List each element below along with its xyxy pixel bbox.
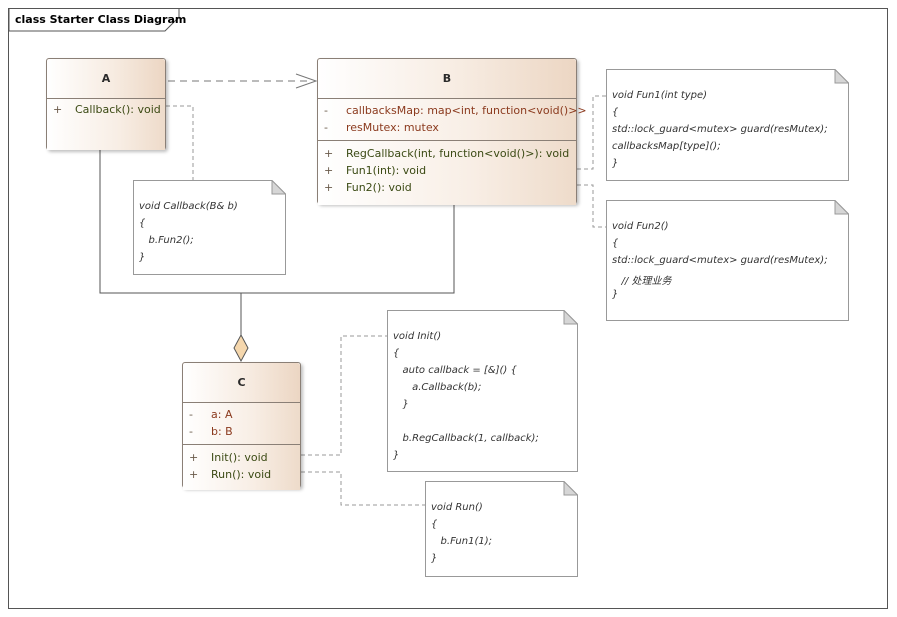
aggregation-line-a[interactable] <box>99 150 241 294</box>
class-b-attributes-row[interactable]: - resMutex: mutex <box>318 119 576 136</box>
note-line: void Callback(B& b) <box>139 201 238 212</box>
visibility-marker: + <box>189 468 199 481</box>
note-line: void Fun2() <box>612 221 669 232</box>
note-shape <box>606 200 849 321</box>
operation-text: Callback(): void <box>75 103 161 116</box>
note-line: // 处理业务 <box>612 276 672 287</box>
note-shape <box>387 310 578 472</box>
class-c-operations-row[interactable]: + Init(): void <box>183 449 300 466</box>
note-line: { <box>431 519 438 530</box>
note-line: std::lock_guard<mutex> guard(resMutex); <box>612 255 828 266</box>
note-line: void Fun1(int type) <box>612 90 708 101</box>
dependency-arrowhead <box>295 73 318 89</box>
note-run[interactable]: void Run() { b.Fun1(1);} <box>425 481 578 577</box>
attribute-text: resMutex: mutex <box>346 121 439 134</box>
note-line: { <box>612 238 619 249</box>
class-b-operations-row[interactable]: + Fun2(): void <box>318 179 576 196</box>
class-c-operations: + Init(): void + Run(): void <box>183 445 300 490</box>
diagram-frame <box>8 8 888 609</box>
class-a[interactable]: A + Callback(): void <box>46 58 166 150</box>
class-c-attributes-row[interactable]: - b: B <box>183 423 300 440</box>
visibility-marker: + <box>324 164 334 177</box>
class-b-operations-row[interactable]: + RegCallback(int, function<void()>): voi… <box>318 145 576 162</box>
class-c-operations-row[interactable]: + Run(): void <box>183 466 300 483</box>
visibility-marker: - <box>189 408 193 421</box>
class-b-attributes: - callbacksMap: map<int, function<void()>… <box>318 99 587 141</box>
note-fun1[interactable]: void Fun1(int type){std::lock_guard<mute… <box>606 69 849 181</box>
note-line: std::lock_guard<mutex> guard(resMutex); <box>612 124 828 135</box>
visibility-marker: - <box>324 121 328 134</box>
class-c-name: C <box>183 363 300 403</box>
note-fun2[interactable]: void Fun2(){std::lock_guard<mutex> guard… <box>606 200 849 321</box>
class-a-name: A <box>47 59 165 99</box>
visibility-marker: - <box>324 104 328 117</box>
class-b-name: B <box>318 59 576 99</box>
attribute-text: callbacksMap: map<int, function<void()>> <box>346 104 587 117</box>
class-b-operations: + RegCallback(int, function<void()>): voi… <box>318 141 576 205</box>
class-c[interactable]: C - a: A - b: B + Init(): void + Run(): void <box>182 362 301 490</box>
note-line: void Init() <box>393 331 442 342</box>
class-b-operations-row[interactable]: + Fun1(int): void <box>318 162 576 179</box>
visibility-marker: + <box>324 181 334 194</box>
aggregation-diamond <box>233 333 249 363</box>
attribute-text: a: A <box>211 408 233 421</box>
class-a-operations: + Callback(): void <box>47 99 165 150</box>
note-shape <box>606 69 849 181</box>
note-line: { <box>139 218 146 229</box>
class-c-attributes-row[interactable]: - a: A <box>183 406 300 423</box>
note-callback[interactable]: void Callback(B& b) { b.Fun2();} <box>133 180 286 275</box>
note-line: callbacksMap[type](); <box>612 141 721 152</box>
note-line: b.RegCallback(1, callback); <box>393 433 539 444</box>
note-line: b.Fun2(); <box>139 235 194 246</box>
note-link-run <box>301 471 425 506</box>
attribute-text: b: B <box>211 425 233 438</box>
note-link-init <box>301 335 387 456</box>
visibility-marker: + <box>53 103 63 116</box>
visibility-marker: + <box>324 147 334 160</box>
note-line: { <box>393 348 400 359</box>
note-link-fun1 <box>577 95 606 170</box>
frame-tab <box>8 9 180 32</box>
note-line: } <box>139 252 146 263</box>
class-b-attributes-row[interactable]: - callbacksMap: map<int, function<void()>… <box>318 102 587 119</box>
operation-text: Run(): void <box>211 468 272 481</box>
note-line: { <box>612 107 619 118</box>
note-line: b.Fun1(1); <box>431 536 492 547</box>
note-line: } <box>612 158 619 169</box>
note-line: } <box>431 553 438 564</box>
note-init[interactable]: void Init() { auto callback = [&]() { a.C… <box>387 310 578 472</box>
visibility-marker: - <box>189 425 193 438</box>
note-link-fun2 <box>577 184 606 228</box>
note-line: a.Callback(b); <box>393 382 482 393</box>
operation-text: RegCallback(int, function<void()>): void <box>346 147 570 160</box>
note-shape <box>133 180 286 275</box>
frame-title: class Starter Class Diagram <box>15 13 187 26</box>
visibility-marker: + <box>189 451 199 464</box>
note-shape <box>425 481 578 577</box>
class-c-attributes: - a: A - b: B <box>183 403 300 445</box>
operation-text: Fun2(): void <box>346 181 412 194</box>
operation-text: Fun1(int): void <box>346 164 427 177</box>
aggregation-line-b[interactable] <box>241 204 455 294</box>
note-line: void Run() <box>431 502 483 513</box>
note-line: } <box>393 399 409 410</box>
class-a-operations-row[interactable]: + Callback(): void <box>47 101 165 118</box>
note-link-callback <box>166 105 194 180</box>
note-line: auto callback = [&]() { <box>393 365 517 376</box>
note-line: } <box>612 289 619 300</box>
operation-text: Init(): void <box>211 451 268 464</box>
note-line: } <box>393 450 400 461</box>
class-b[interactable]: B - callbacksMap: map<int, function<void(… <box>317 58 587 205</box>
